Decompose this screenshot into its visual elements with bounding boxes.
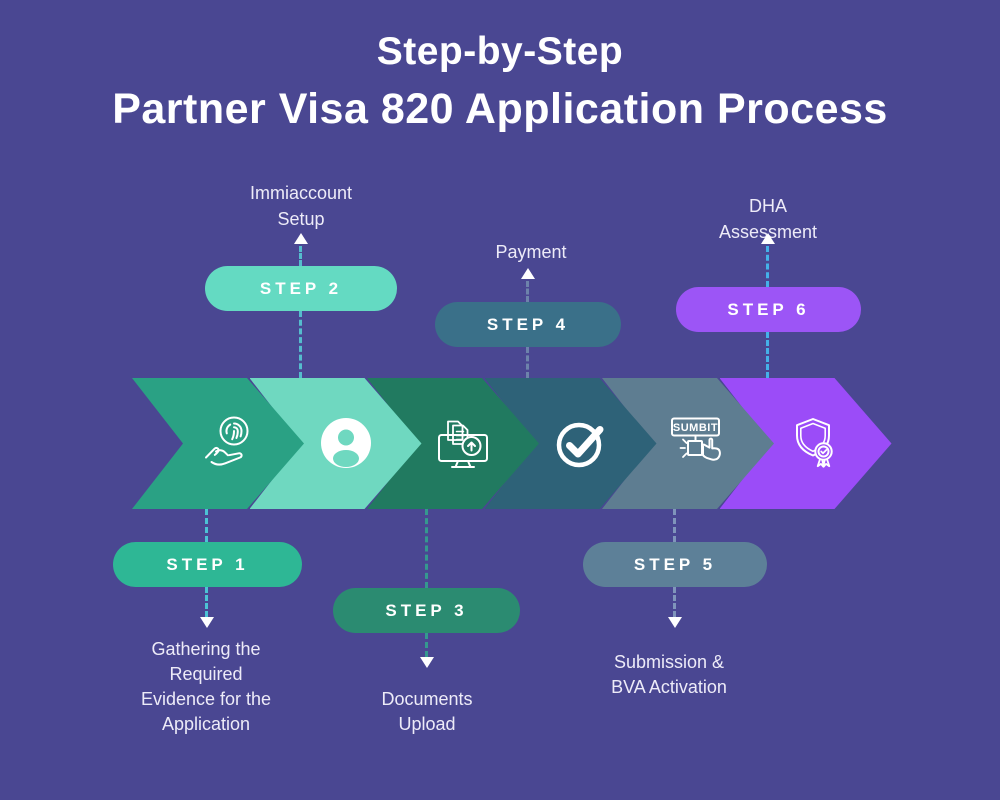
caption-line: Evidence for the <box>140 689 272 709</box>
caption-line: Submission & <box>613 652 725 672</box>
step-3-pill: STEP 3 <box>333 588 520 633</box>
step-1-pill: STEP 1 <box>113 542 302 587</box>
connector-arrowhead-step-1 <box>200 617 214 628</box>
caption-line: Payment <box>495 242 567 262</box>
step-2-label: STEP 2 <box>259 278 343 298</box>
step-5-pill: STEP 5 <box>583 542 767 587</box>
connector-arrowhead-step-6 <box>761 233 775 244</box>
connector-line-step-2 <box>299 311 302 378</box>
connector-arrowhead-step-4 <box>521 268 535 279</box>
title-line-1: Step-by-Step <box>376 30 624 73</box>
step-5-label: STEP 5 <box>633 554 717 574</box>
step-6-label: STEP 6 <box>727 299 810 319</box>
caption-line: Immiaccount <box>249 183 353 203</box>
document-upload-icon <box>433 413 493 473</box>
title-line-2: Partner Visa 820 Application Process <box>112 85 888 133</box>
caption-line: Documents <box>381 689 473 709</box>
caption-line: Gathering the <box>151 639 261 659</box>
caption-line: DHA <box>748 196 787 216</box>
caption-line: Application <box>161 714 251 734</box>
connector-line-step-3 <box>425 509 428 588</box>
caption-step-5: Submission & BVA Activation <box>559 650 779 700</box>
step-6-pill: STEP 6 <box>676 287 861 332</box>
caption-line: Setup <box>277 209 325 229</box>
caption-line: Required <box>169 664 243 684</box>
caption-line: Assessment <box>718 222 818 242</box>
caption-line: BVA Activation <box>611 677 727 697</box>
connector-line-step-3 <box>425 633 428 657</box>
caption-line: Upload <box>398 714 456 734</box>
step-4-pill: STEP 4 <box>435 302 621 347</box>
connector-line-step-6 <box>766 246 769 287</box>
connector-line-step-1 <box>205 509 208 542</box>
caption-step-1: Gathering the Required Evidence for the … <box>96 637 316 737</box>
connector-arrowhead-step-2 <box>294 233 308 244</box>
caption-step-3: Documents Upload <box>327 687 527 737</box>
shield-award-icon <box>786 413 846 473</box>
process-arrow-band: SUMBIT <box>132 378 907 509</box>
connector-line-step-2 <box>299 246 302 266</box>
caption-step-6: DHA Assessment <box>668 193 868 245</box>
step-1-label: STEP 1 <box>166 554 249 574</box>
connector-arrowhead-step-5 <box>668 617 682 628</box>
hand-fingerprint-icon <box>198 413 258 473</box>
connector-line-step-5 <box>673 509 676 542</box>
check-circle-icon <box>551 413 611 473</box>
connector-line-step-6 <box>766 332 769 378</box>
caption-step-4: Payment <box>431 240 631 265</box>
page-title: Step-by-Step Partner Visa 820 Applicatio… <box>0 24 1000 138</box>
submit-sign-text: SUMBIT <box>673 422 718 434</box>
caption-step-2: Immiaccount Setup <box>195 180 407 232</box>
connector-line-step-4 <box>526 347 529 378</box>
step-3-label: STEP 3 <box>385 600 468 620</box>
connector-line-step-4 <box>526 281 529 302</box>
submit-click-icon: SUMBIT <box>668 413 728 473</box>
connector-line-step-1 <box>205 587 208 617</box>
user-icon <box>316 413 376 473</box>
connector-line-step-5 <box>673 587 676 617</box>
step-4-label: STEP 4 <box>486 314 570 334</box>
connector-arrowhead-step-3 <box>420 657 434 668</box>
step-2-pill: STEP 2 <box>205 266 397 311</box>
